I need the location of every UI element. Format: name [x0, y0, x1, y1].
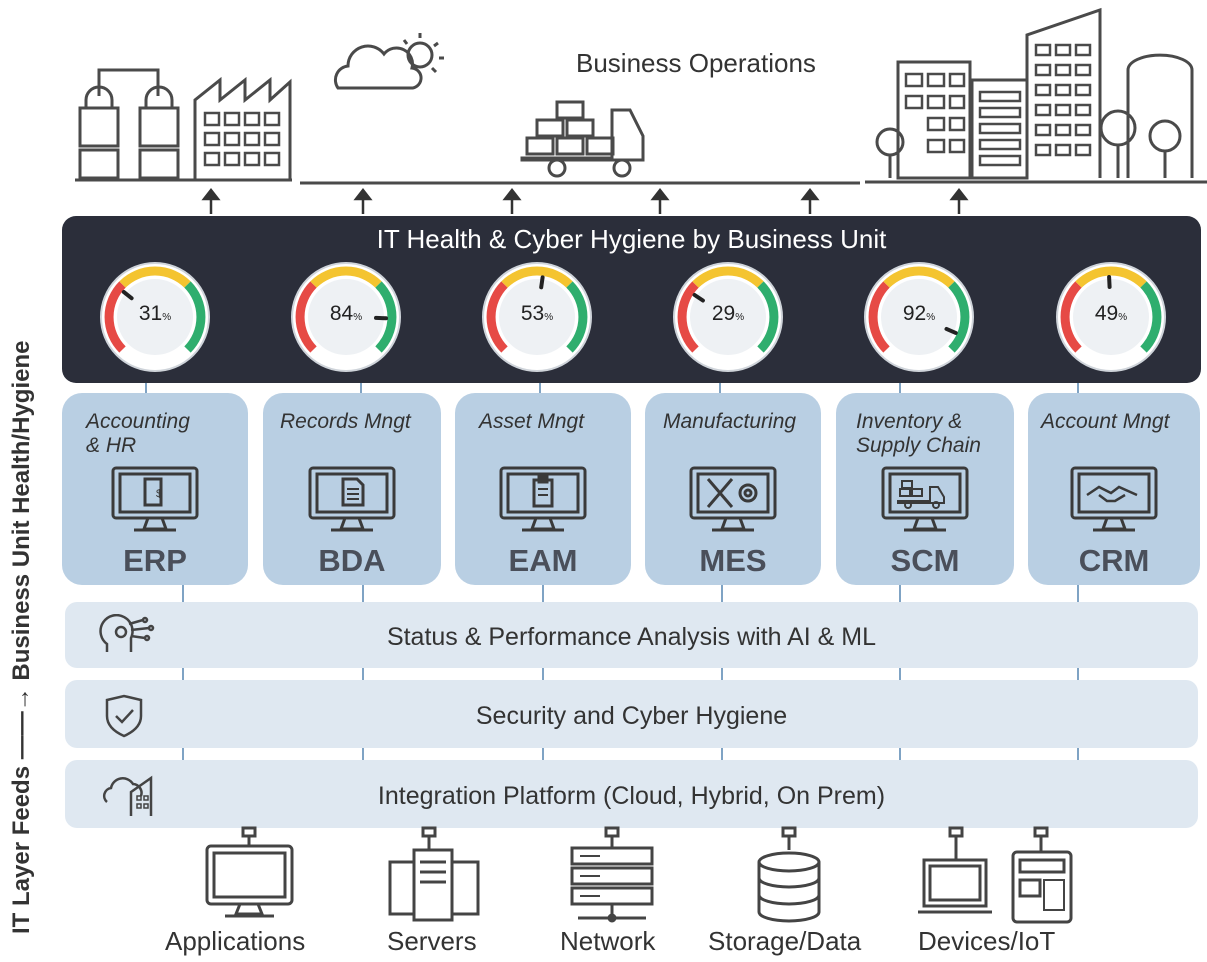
applications-icon: [205, 826, 294, 918]
gauge-arc-yellow: [119, 266, 191, 288]
gauge-5: 92%: [864, 262, 974, 372]
gauge-needle: [944, 326, 958, 335]
infra-label-storage: Storage/Data: [708, 926, 862, 956]
gauge-arc-green: [375, 281, 397, 353]
gauge-arc-green: [1140, 281, 1162, 353]
side-axis-label: IT Layer Feeds ——→ Business Unit Health/…: [8, 340, 35, 934]
gauge-value: 31%: [138, 302, 172, 325]
devices-icon: [918, 826, 1073, 924]
city-buildings-icon: [865, 7, 1207, 184]
gauge-arc-green: [184, 281, 206, 353]
ai-head-icon: [99, 614, 155, 652]
tools-gear-icon: [689, 466, 777, 532]
unit-code: SCM: [890, 543, 960, 578]
gauge-value: 92%: [902, 302, 936, 325]
health-panel-title: IT Health & Cyber Hygiene by Business Un…: [376, 224, 887, 254]
infra-label-applications: Applications: [165, 926, 306, 956]
gauge-6: 49%: [1056, 262, 1166, 372]
gauge-needle: [1107, 275, 1112, 289]
cloud-building-icon: [102, 775, 153, 816]
gauge-value: 29%: [711, 302, 745, 325]
gauge-arc-red: [677, 281, 699, 353]
unit-code: BDA: [318, 543, 386, 578]
gauge-arc-red: [104, 281, 126, 353]
layer-ai-ml: Status & Performance Analysis with AI & …: [65, 602, 1198, 668]
gauge-arc-yellow: [883, 266, 955, 288]
network-icon: [570, 826, 654, 923]
gauge-needle: [121, 290, 134, 301]
infra-label-servers: Servers: [387, 926, 477, 956]
layer-security: Security and Cyber Hygiene: [65, 680, 1198, 748]
gauge-arc-green: [757, 281, 779, 353]
gauge-arc-red: [1060, 281, 1082, 353]
unit-code: EAM: [508, 543, 578, 578]
unit-card-crm[interactable]: Account Mngt CRM: [1028, 393, 1200, 585]
gauge-arc-red: [868, 281, 890, 353]
unit-subtitle: Manufacturing: [663, 410, 797, 433]
arrows-up: [201, 187, 969, 214]
servers-icon: [388, 826, 480, 922]
gauge-3: 53%: [482, 262, 592, 372]
gauge-value: 84%: [329, 302, 363, 325]
unit-code: MES: [699, 543, 767, 578]
gauge-arc-green: [948, 281, 970, 353]
gauge-arc-red: [486, 281, 508, 353]
unit-card-scm[interactable]: Inventory &Supply Chain SCM: [836, 393, 1014, 585]
gauge-4: 29%: [673, 262, 783, 372]
unit-card-eam[interactable]: Asset Mngt EAM: [455, 393, 631, 585]
unit-card-mes[interactable]: Manufacturing MES: [645, 393, 821, 585]
gauge-arc-yellow: [310, 266, 382, 288]
finance-doc-icon: $: [111, 466, 199, 532]
layer-label: Security and Cyber Hygiene: [475, 702, 788, 730]
unit-subtitle: Accounting& HR: [86, 410, 190, 457]
svg-text:$: $: [156, 488, 162, 500]
handshake-icon: [1070, 466, 1158, 532]
gauge-arc-red: [295, 281, 317, 353]
shield-check-icon: [105, 694, 143, 738]
document-icon: [308, 466, 396, 532]
layer-label: Integration Platform (Cloud, Hybrid, On …: [377, 782, 886, 810]
storage-icon: [757, 826, 821, 923]
gauge-arc-yellow: [692, 266, 764, 288]
business-operations-illustration: [0, 0, 1207, 216]
gauge-needle: [539, 275, 545, 290]
gauge-arc-yellow: [501, 266, 573, 288]
unit-subtitle: Inventory &Supply Chain: [856, 410, 981, 457]
unit-card-erp[interactable]: Accounting& HR $ ERP: [62, 393, 248, 585]
unit-subtitle: Account Mngt: [1041, 410, 1170, 433]
infra-label-devices: Devices/IoT: [918, 926, 1056, 956]
business-operations-title: Business Operations: [576, 48, 816, 78]
gauge-arc-green: [566, 281, 588, 353]
delivery-truck-icon: [300, 100, 860, 185]
gauge-arc-yellow: [1075, 266, 1147, 288]
truck-icon: [881, 466, 969, 532]
factory-icon: [75, 68, 292, 182]
layer-label: Status & Performance Analysis with AI & …: [386, 623, 877, 651]
unit-code: ERP: [123, 543, 187, 578]
layer-integration: Integration Platform (Cloud, Hybrid, On …: [65, 760, 1198, 828]
infra-label-network: Network: [560, 926, 656, 956]
gauge-needle: [692, 293, 705, 303]
unit-subtitle: Asset Mngt: [479, 410, 585, 433]
unit-subtitle: Records Mngt: [280, 410, 411, 433]
unit-card-bda[interactable]: Records Mngt BDA: [263, 393, 441, 585]
cloud-sun-icon: [333, 33, 444, 90]
gauge-1: 31%: [100, 262, 210, 372]
clipboard-icon: [499, 466, 587, 532]
gauge-2: 84%: [291, 262, 401, 372]
gauge-value: 49%: [1094, 302, 1128, 325]
gauge-value: 53%: [520, 302, 554, 325]
health-panel: [62, 216, 1201, 383]
unit-code: CRM: [1078, 543, 1150, 578]
